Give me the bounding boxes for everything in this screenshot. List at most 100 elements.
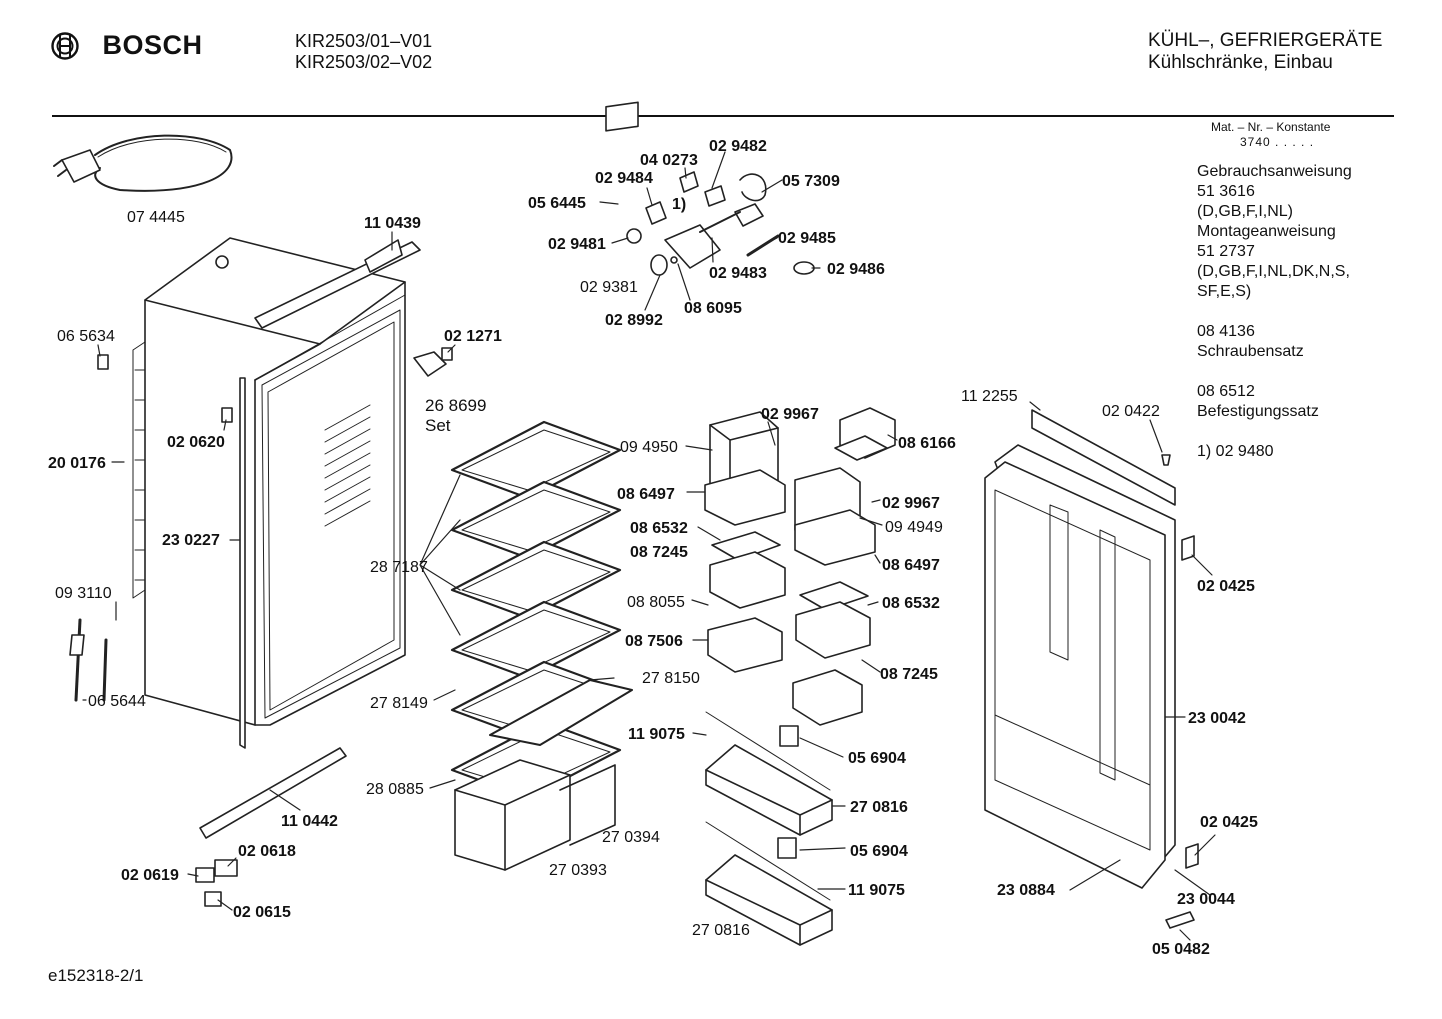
fridge-door <box>985 410 1198 928</box>
part-label: 27 8149 <box>370 695 428 712</box>
part-label: 02 9381 <box>580 279 638 296</box>
part-label: 11 2255 <box>961 388 1018 405</box>
appliance-category: KÜHL–, GEFRIERGERÄTE Kühlschränke, Einba… <box>1148 30 1382 74</box>
hinge-set <box>414 348 452 376</box>
glass-shelf-inner <box>462 430 610 490</box>
leader-lines <box>83 152 1215 940</box>
part-label: 05 6904 <box>850 843 908 860</box>
bottom-rail <box>200 748 346 838</box>
model-numbers: KIR2503/01–V01 KIR2503/02–V02 <box>295 31 432 73</box>
part-label: 08 6095 <box>684 300 742 317</box>
part-label: 08 6497 <box>617 486 675 503</box>
doc-line: (D,GB,F,I,NL) <box>1197 203 1294 220</box>
part-label: 08 7506 <box>625 633 683 650</box>
bosch-armature-icon <box>51 31 79 60</box>
part-label: 26 8699 <box>425 396 486 415</box>
screw-set-number: 08 4136 <box>1197 323 1255 340</box>
part-label: 11 0439 <box>364 215 421 232</box>
doc-line: Montageanweisung <box>1197 223 1336 240</box>
part-label: 04 0273 <box>640 152 698 169</box>
doc-line: 51 3616 <box>1197 183 1255 200</box>
part-label: 08 7245 <box>880 666 938 683</box>
drawing-id: e152318-2/1 <box>48 966 144 985</box>
doc-line: (D,GB,F,I,NL,DK,N,S, <box>1197 263 1350 280</box>
door-shelves <box>706 712 832 945</box>
thermostat-assembly <box>606 102 814 275</box>
screw-set-name: Schraubensatz <box>1197 343 1304 360</box>
part-label: 23 0884 <box>997 882 1055 899</box>
part-label: 09 3110 <box>55 585 112 602</box>
screw-set-info: 08 4136 Schraubensatz <box>1197 322 1304 362</box>
doc-line: 51 2737 <box>1197 243 1255 260</box>
part-label: 02 9483 <box>709 265 767 282</box>
fixing-set-info: 08 6512 Befestigungssatz <box>1197 382 1319 422</box>
part-label: 05 6904 <box>848 750 906 767</box>
part-label: 20 0176 <box>48 455 106 472</box>
brand-name: BOSCH <box>102 30 203 60</box>
temperature-sensor <box>70 620 106 700</box>
part-label: 07 4445 <box>127 209 185 226</box>
part-label: 08 6532 <box>882 595 940 612</box>
bottom-brackets <box>196 860 237 906</box>
part-label: 28 7187 <box>370 559 428 576</box>
part-label: 27 0393 <box>549 862 607 879</box>
part-label: 02 9481 <box>548 236 606 253</box>
glass-shelf-inner <box>462 490 610 550</box>
part-label: 02 9484 <box>595 170 653 187</box>
part-label: 02 9486 <box>827 261 885 278</box>
part-label: 11 0442 <box>281 813 338 830</box>
part-label: 09 4949 <box>885 519 943 536</box>
shelf-support-clip <box>98 355 232 422</box>
part-label: 02 8992 <box>605 312 663 329</box>
door-compartments <box>705 408 895 725</box>
part-label: 11 9075 <box>848 882 905 899</box>
part-label: 02 9967 <box>761 406 819 423</box>
part-label: 02 0422 <box>1102 403 1160 420</box>
part-label: 27 0816 <box>850 799 908 816</box>
fixing-set-name: Befestigungssatz <box>1197 403 1319 420</box>
part-label: 11 9075 <box>628 726 685 743</box>
part-label: 02 0425 <box>1197 578 1255 595</box>
crisper-drawers <box>455 760 615 870</box>
material-number-value: 3740 . . . . . <box>1240 135 1315 149</box>
part-label: 06 5644 <box>88 693 146 710</box>
part-label: 28 0885 <box>366 781 424 798</box>
part-label: 08 6532 <box>630 520 688 537</box>
header-divider <box>52 115 1394 117</box>
doc-line: Gebrauchsanweisung <box>1197 163 1352 180</box>
doc-line: SF,E,S) <box>1197 283 1252 300</box>
bosch-logo: BOSCH <box>50 30 202 61</box>
category-line-1: KÜHL–, GEFRIERGERÄTE <box>1148 30 1383 51</box>
part-label: 02 9967 <box>882 495 940 512</box>
part-label: 23 0044 <box>1177 891 1235 908</box>
model-line-1: KIR2503/01–V01 <box>295 31 433 51</box>
part-label: 23 0042 <box>1188 710 1246 727</box>
part-label: 23 0227 <box>162 532 220 549</box>
part-label: 02 9482 <box>709 138 767 155</box>
part-label: 05 6445 <box>528 195 586 212</box>
category-line-2: Kühlschränke, Einbau <box>1148 52 1333 73</box>
part-label: 27 8150 <box>642 670 700 687</box>
part-label: 08 6497 <box>882 557 940 574</box>
half-shelf <box>490 680 632 745</box>
part-label: 02 0615 <box>233 904 291 921</box>
part-label: 02 0618 <box>238 843 296 860</box>
part-label: 1) <box>672 196 686 213</box>
part-label: 02 1271 <box>444 328 502 345</box>
part-label: 05 0482 <box>1152 941 1210 958</box>
part-label: 08 6166 <box>898 435 956 452</box>
glass-shelf-inner <box>462 550 610 610</box>
part-label: 05 7309 <box>782 173 840 190</box>
part-label: 06 5634 <box>57 328 115 345</box>
part-label: 09 4950 <box>620 439 678 456</box>
material-number-label: Mat. – Nr. – Konstante <box>1211 120 1331 134</box>
part-label: 02 9485 <box>778 230 836 247</box>
documentation-list: Gebrauchsanweisung 51 3616 (D,GB,F,I,NL)… <box>1197 162 1352 302</box>
part-label: Set <box>425 416 451 435</box>
fixing-set-number: 08 6512 <box>1197 383 1255 400</box>
part-label: 27 0394 <box>602 829 660 846</box>
top-hinge-rail <box>255 240 420 328</box>
part-label: 08 7245 <box>630 544 688 561</box>
power-cord <box>54 136 232 191</box>
